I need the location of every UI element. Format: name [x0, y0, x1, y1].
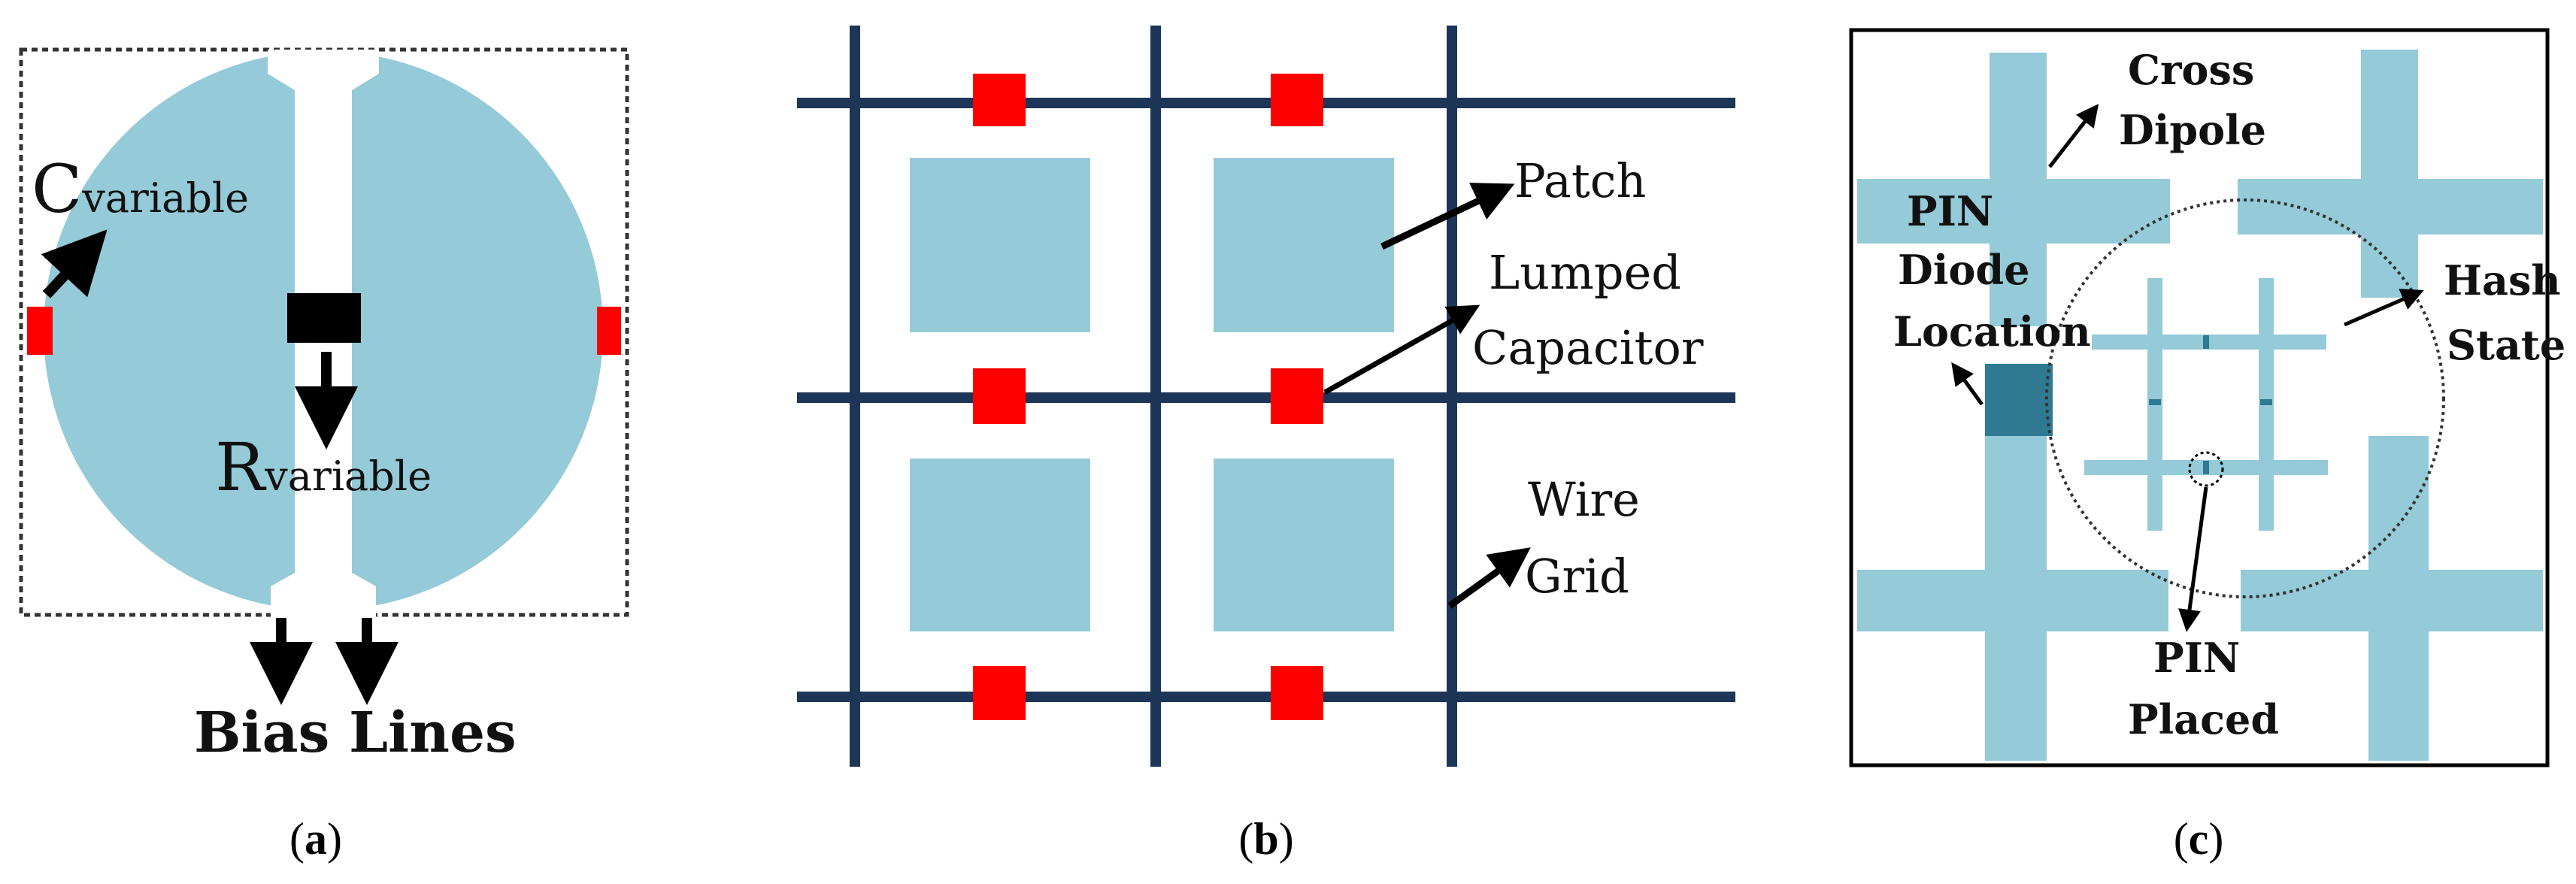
- caption-c: (c): [2174, 814, 2224, 864]
- lumped-capacitor-2: [1271, 74, 1323, 126]
- grid-label: Grid: [1525, 549, 1629, 604]
- location-label: Location: [1893, 307, 2091, 356]
- wire-grid-arrow: [1447, 547, 1531, 609]
- cross-dipole-bottom-right: [2241, 436, 2543, 761]
- panel-b: Patch Lumped Capacitor Wire Grid (b): [797, 26, 1735, 864]
- hash-state-circle: [2045, 198, 2445, 598]
- capacitor-left: [27, 307, 53, 355]
- placed-label: Placed: [2128, 695, 2279, 743]
- patch-1: [910, 158, 1090, 332]
- wire-label: Wire: [1528, 472, 1640, 527]
- patch-4: [1214, 459, 1394, 631]
- patch-arrow: [1380, 183, 1515, 250]
- hash-cross-tl: [2092, 278, 2235, 421]
- hash-pin-3: [2260, 399, 2272, 405]
- capacitor-arrow: [1323, 304, 1480, 395]
- slot-notch-left: [268, 50, 295, 90]
- cross-dipole-arrow: [2048, 104, 2099, 168]
- hash-cross-tr: [2205, 278, 2326, 421]
- hash-cross-br: [2208, 391, 2328, 531]
- lumped-capacitor-1: [973, 74, 1026, 126]
- c-variable-arrow: [41, 229, 108, 298]
- state-label: State: [2447, 321, 2565, 369]
- capacitor-right: [597, 307, 621, 355]
- lumped-capacitor-3: [973, 368, 1026, 424]
- diode-label: Diode: [1898, 246, 2029, 294]
- hash-pin-1: [2203, 335, 2209, 349]
- wire-horizontal-1: [797, 98, 1735, 108]
- hash-pin-2: [2149, 399, 2161, 405]
- lumped-capacitor-6: [1271, 666, 1323, 720]
- cross-dipole-top-right: [2238, 50, 2543, 298]
- lumped-capacitor-5: [973, 666, 1026, 720]
- hash-label: Hash: [2444, 256, 2561, 304]
- pin-location-arrow: [1951, 362, 1984, 406]
- caption-a: (a): [289, 814, 342, 864]
- panel-a: Cvariable Rvariable Bias Lines (a): [19, 47, 629, 864]
- wire-horizontal-3: [797, 692, 1735, 702]
- dipole-label: Dipole: [2119, 106, 2266, 154]
- slot-notch-left-bottom: [271, 573, 295, 621]
- pin-diode-location: [1985, 364, 2053, 436]
- patch-3: [910, 459, 1090, 631]
- bias-lines-label: Bias Lines: [194, 701, 517, 765]
- patch-2: [1214, 158, 1394, 332]
- r-variable-label: Rvariable: [215, 428, 432, 506]
- pin-placed-arrow: [2178, 486, 2208, 632]
- hash-pin-4: [2203, 461, 2209, 474]
- hash-cross-bl: [2084, 391, 2235, 531]
- lumped-capacitor-4: [1271, 368, 1323, 424]
- caption-b: (b): [1238, 814, 1293, 864]
- cross-label: Cross: [2128, 46, 2254, 94]
- panel-c-border: [1849, 28, 2550, 767]
- slot-notch-right-bottom: [352, 573, 376, 621]
- slot-notch-right: [352, 50, 379, 90]
- lumped-label: Lumped: [1489, 245, 1681, 300]
- variable-resistor-block: [287, 293, 361, 343]
- patch-label: Patch: [1514, 153, 1646, 208]
- panel-c: Cross Dipole PIN Diode Location Hash Sta…: [1849, 28, 2565, 864]
- c-variable-label: Cvariable: [32, 150, 249, 228]
- pin-label: PIN: [1907, 187, 1993, 235]
- cross-dipole-top-left: [1857, 53, 2170, 326]
- placed-pin-label: PIN: [2153, 634, 2240, 682]
- capacitor-label: Capacitor: [1472, 320, 1704, 375]
- pin-placed-circle: [2188, 451, 2224, 487]
- wire-horizontal-2: [797, 392, 1735, 403]
- hash-state-arrow: [2344, 289, 2424, 327]
- cross-dipole-bottom-left: [1857, 403, 2168, 761]
